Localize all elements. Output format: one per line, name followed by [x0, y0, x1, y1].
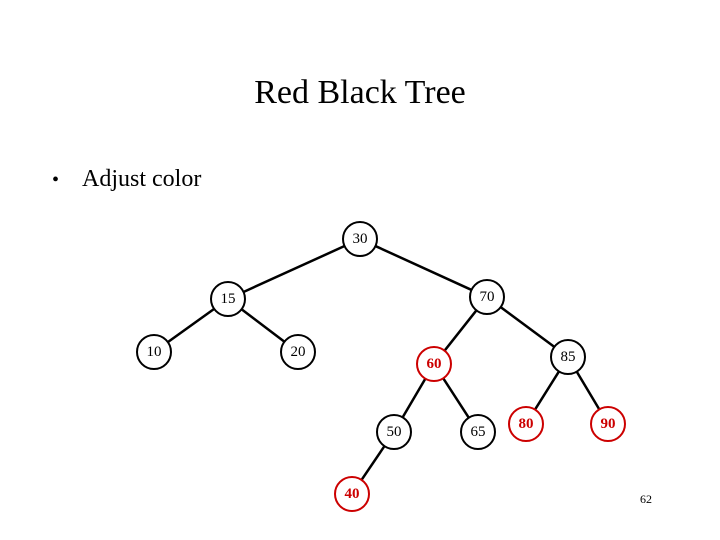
tree-node-50[interactable]: 50	[376, 414, 412, 450]
tree-node-label: 40	[344, 485, 360, 502]
bullet-item-label: Adjust color	[82, 166, 202, 192]
tree-edge	[499, 305, 556, 349]
tree-node-60[interactable]: 60	[416, 346, 452, 382]
tree-edge	[166, 307, 216, 344]
tree-node-15[interactable]: 15	[210, 281, 246, 317]
tree-edge	[533, 370, 561, 411]
tree-node-label: 60	[426, 355, 442, 372]
page-number: 62	[640, 492, 652, 506]
tree-node-label: 30	[352, 230, 368, 247]
tree-edge	[443, 309, 478, 352]
tree-edge	[441, 377, 471, 419]
tree-edge	[374, 244, 473, 292]
tree-node-70[interactable]: 70	[469, 279, 505, 315]
tree-node-30[interactable]: 30	[342, 221, 378, 257]
tree-node-label: 50	[386, 423, 402, 440]
bullet-list-item: • Adjust color	[52, 164, 201, 194]
tree-edge	[360, 444, 386, 482]
tree-edge	[240, 308, 286, 343]
tree-node-label: 65	[470, 423, 486, 440]
tree-node-20[interactable]: 20	[280, 334, 316, 370]
tree-node-85[interactable]: 85	[550, 339, 586, 375]
page-title: Red Black Tree	[254, 74, 466, 111]
tree-edge	[575, 370, 601, 411]
tree-edge	[401, 377, 427, 419]
bullet-marker-icon: •	[52, 169, 60, 191]
tree-node-label: 85	[560, 348, 576, 365]
tree-node-90[interactable]: 90	[590, 406, 626, 442]
tree-edge	[242, 244, 346, 294]
tree-node-10[interactable]: 10	[136, 334, 172, 370]
tree-node-40[interactable]: 40	[334, 476, 370, 512]
tree-node-label: 80	[518, 415, 534, 432]
tree-node-65[interactable]: 65	[460, 414, 496, 450]
tree-node-label: 15	[220, 290, 236, 307]
tree-node-label: 10	[146, 343, 162, 360]
tree-node-label: 20	[290, 343, 306, 360]
tree-node-80[interactable]: 80	[508, 406, 544, 442]
tree-node-label: 90	[600, 415, 616, 432]
tree-node-label: 70	[479, 288, 495, 305]
